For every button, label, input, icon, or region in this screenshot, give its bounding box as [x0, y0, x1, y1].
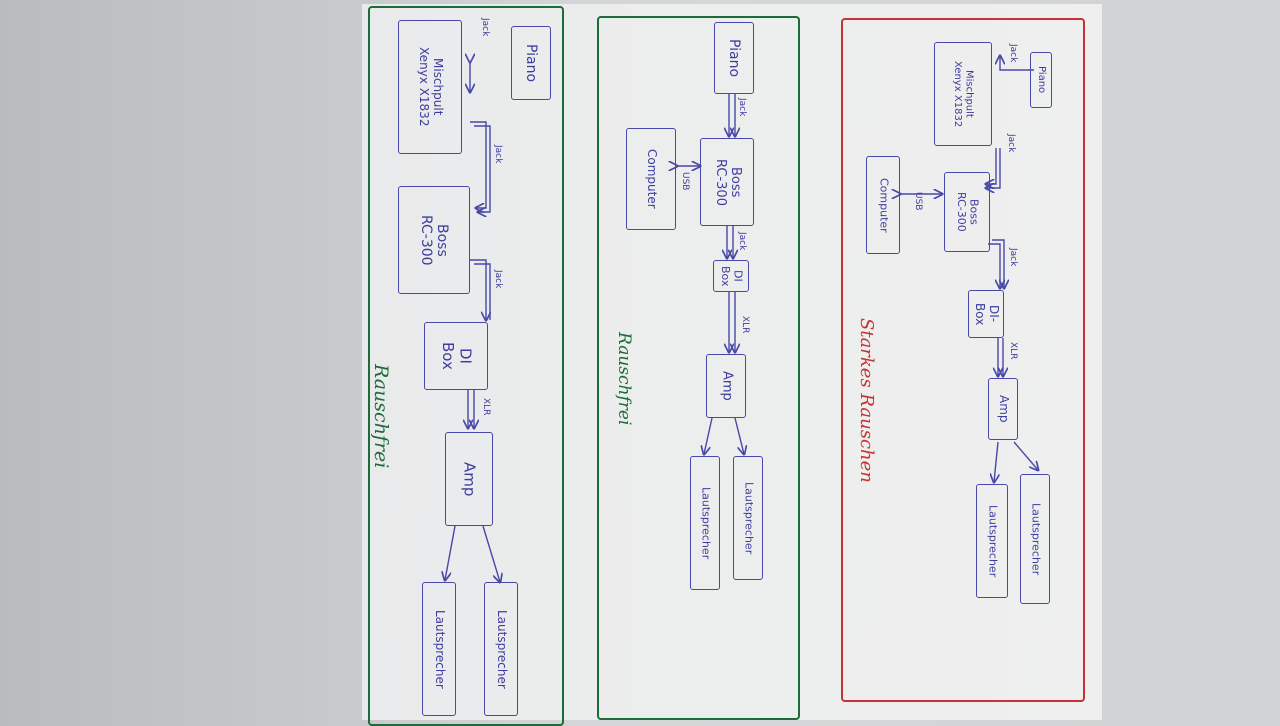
- panel2-amp-label: Amp: [719, 371, 735, 401]
- panel2-usb-label: USB: [680, 172, 690, 191]
- panel2-piano-box: Piano: [714, 22, 754, 94]
- panel3-amp-box: Amp: [988, 378, 1018, 440]
- panel2-dibox-label: DI Box: [719, 265, 745, 287]
- panel2-speaker-a-label: Lautsprecher: [742, 481, 756, 555]
- panel1-mixer-box: Mischpult Xenyx X1832: [398, 20, 462, 154]
- panel3-computer-label: Computer: [877, 177, 891, 233]
- panel2-speaker-b-label: Lautsprecher: [699, 486, 713, 560]
- setup-panel-3-border: [841, 18, 1085, 702]
- wire-boss-dibox: [988, 243, 1000, 288]
- panel1-xlr-label: XLR: [481, 398, 491, 416]
- panel3-amp-label: Amp: [996, 395, 1011, 423]
- panel3-mixer-label: Mischpult Xenyx X1832: [952, 60, 975, 128]
- panel1-amp-box: Amp: [445, 432, 493, 526]
- panel1-jack-label-1: Jack: [480, 18, 490, 37]
- panel2-speaker-a-box: Lautsprecher: [733, 456, 763, 580]
- panel3-piano-box: Piano: [1030, 52, 1052, 108]
- panel1-jack-label-2: Jack: [493, 145, 503, 164]
- setup-panel-2-border: [597, 16, 800, 720]
- panel2-piano-label: Piano: [726, 38, 743, 78]
- panel1-note: Rauschfrei: [370, 364, 392, 469]
- panel3-usb-label: USB: [913, 192, 923, 211]
- panel1-dibox-label: DI Box: [439, 342, 475, 370]
- wire-mixer-boss-2: [474, 125, 491, 212]
- panel1-piano-box: Piano: [511, 26, 551, 100]
- panel3-computer-box: Computer: [866, 156, 900, 254]
- panel3-dibox-label: DI- Box: [973, 302, 1001, 326]
- panel3-piano-label: Piano: [1035, 66, 1047, 94]
- wire-amp-speaker-b: [734, 417, 744, 454]
- panel1-jack-label-3: Jack: [493, 270, 503, 289]
- wire-amp-speaker-a: [704, 417, 713, 454]
- panel2-computer-box: Computer: [626, 128, 676, 230]
- panel1-boss-box: Boss RC-300: [398, 186, 470, 294]
- wire-amp-speaker-a: [445, 525, 456, 580]
- panel3-boss-label: Boss RC-300: [955, 192, 981, 232]
- panel3-speaker-b-label: Lautsprecher: [986, 504, 1000, 578]
- wire-boss-dibox: [470, 259, 486, 320]
- wire-mixer-boss: [470, 121, 487, 208]
- panel3-jack-label-1: Jack: [1008, 44, 1018, 63]
- panel1-speaker-a-box: Lautsprecher: [484, 582, 518, 716]
- panel2-boss-label: Boss RC-300: [713, 158, 743, 206]
- panel3-speaker-a-label: Lautsprecher: [1029, 502, 1043, 576]
- panel3-jack-label-3: Jack: [1008, 248, 1018, 267]
- panel2-amp-box: Amp: [706, 354, 746, 418]
- panel1-piano-label: Piano: [523, 43, 540, 83]
- wire-amp-speaker-a: [994, 441, 998, 482]
- wire-boss-dibox-2: [992, 239, 1004, 288]
- wire-boss-dibox-2: [474, 263, 491, 320]
- panel3-speaker-a-box: Lautsprecher: [1020, 474, 1050, 604]
- panel2-boss-box: Boss RC-300: [700, 138, 754, 226]
- panel3-mixer-box: Mischpult Xenyx X1832: [934, 42, 992, 146]
- panel2-speaker-b-box: Lautsprecher: [690, 456, 720, 590]
- panel1-speaker-b-box: Lautsprecher: [422, 582, 456, 716]
- panel3-jack-label-2: Jack: [1006, 134, 1016, 153]
- panel1-mixer-label: Mischpult Xenyx X1832: [417, 47, 445, 127]
- panel3-xlr-label: XLR: [1008, 342, 1018, 360]
- panel2-computer-label: Computer: [644, 149, 659, 209]
- wire-mixer-boss-2: [986, 148, 1001, 188]
- panel3-dibox-box: DI- Box: [968, 290, 1004, 338]
- panel3-speaker-b-box: Lautsprecher: [976, 484, 1008, 598]
- panel2-note: Rauschfrei: [614, 332, 634, 426]
- panel1-speaker-b-label: Lautsprecher: [432, 609, 447, 689]
- panel2-jack-label-1: Jack: [737, 98, 747, 117]
- panel1-dibox-box: DI Box: [424, 322, 488, 390]
- panel1-amp-label: Amp: [460, 461, 479, 497]
- panel3-boss-box: Boss RC-300: [944, 172, 990, 252]
- panel1-speaker-a-label: Lautsprecher: [494, 609, 509, 689]
- wire-piano-mixer: [1000, 56, 1034, 71]
- panel2-dibox-box: DI Box: [713, 260, 749, 292]
- wire-amp-speaker-b: [482, 525, 500, 582]
- wire-amp-speaker-b: [1013, 441, 1038, 470]
- panel1-boss-label: Boss RC-300: [418, 214, 451, 266]
- panel2-jack-label-2: Jack: [737, 232, 747, 251]
- panel3-note: Starkes Rauschen: [856, 318, 877, 483]
- panel2-xlr-label: XLR: [740, 316, 750, 334]
